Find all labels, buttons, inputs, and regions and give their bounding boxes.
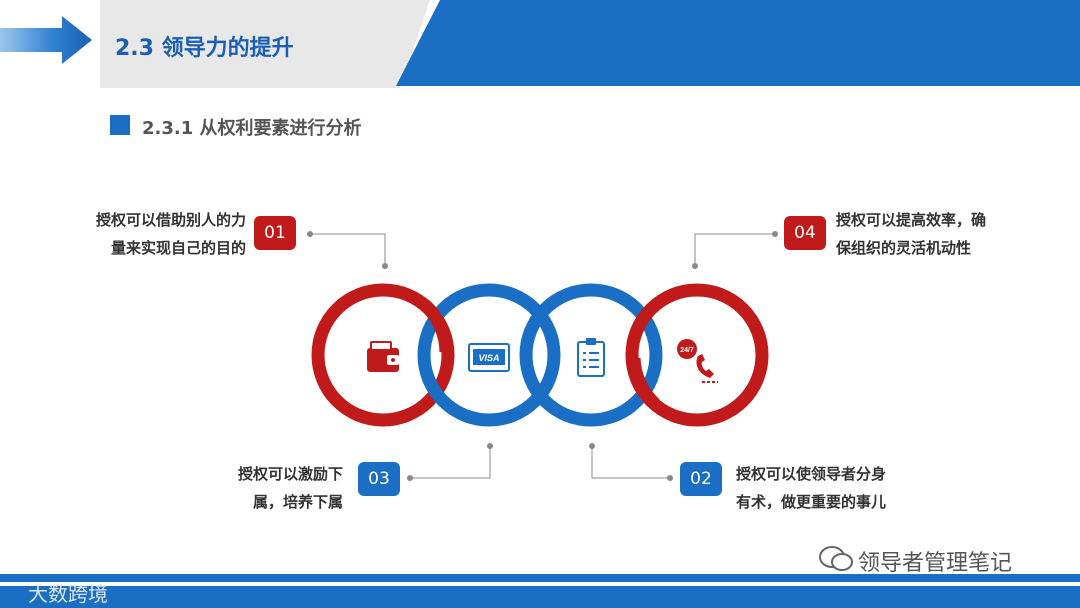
header-banner xyxy=(0,0,1080,88)
item-02-line2: 有术，做更重要的事儿 xyxy=(736,493,887,511)
item-01-line2: 量来实现自己的目的 xyxy=(110,239,246,257)
header-arrow-icon xyxy=(0,16,92,64)
section-marker xyxy=(110,115,130,135)
ring-02 xyxy=(519,283,663,427)
badge-03: 03 xyxy=(358,462,400,496)
footer-stripe xyxy=(0,586,1080,608)
section-subtitle: 2.3.1 从权利要素进行分析 xyxy=(142,118,362,139)
badge-04: 04 xyxy=(784,216,826,250)
item-03-text: 授权可以激励下 属，培养下属 xyxy=(200,460,343,516)
item-03-line2: 属，培养下属 xyxy=(252,493,343,511)
connector-03 xyxy=(410,446,491,479)
header-blue-band xyxy=(396,0,1080,86)
connector-01 xyxy=(310,233,386,266)
page-title: 2.3 领导力的提升 xyxy=(115,36,294,61)
item-04-line2: 保组织的灵活机动性 xyxy=(836,239,972,257)
item-03-line1: 授权可以激励下 xyxy=(237,465,343,483)
visa-card-icon: VISA xyxy=(468,343,510,372)
item-04-line1: 授权可以提高效率，确 xyxy=(836,211,987,229)
connector-02 xyxy=(591,446,670,479)
badge-01: 01 xyxy=(254,216,296,250)
clipboard-icon xyxy=(577,338,605,377)
wechat-icon xyxy=(819,546,853,571)
item-01-text: 授权可以借助别人的力 量来实现自己的目的 xyxy=(60,206,246,262)
wallet-icon xyxy=(367,341,399,372)
ring-03 xyxy=(417,283,561,427)
watermark-right: 领导者管理笔记 xyxy=(858,551,1013,576)
phone-24-7-icon: 24/7 xyxy=(677,339,718,383)
item-02-line1: 授权可以使领导者分身 xyxy=(736,465,887,483)
item-04-text: 授权可以提高效率，确 保组织的灵活机动性 xyxy=(836,206,986,262)
badge-02: 02 xyxy=(680,462,722,496)
connector-04 xyxy=(694,233,775,266)
header-title-panel xyxy=(100,0,430,88)
svg-text:VISA: VISA xyxy=(478,353,499,363)
watermark-left: 大数跨境 xyxy=(28,582,108,606)
item-02-text: 授权可以使领导者分身 有术，做更重要的事儿 xyxy=(736,460,886,516)
item-01-line1: 授权可以借助别人的力 xyxy=(95,211,246,229)
ring-04 xyxy=(625,283,769,427)
svg-text:24/7: 24/7 xyxy=(680,347,694,354)
ring-01 xyxy=(311,283,455,427)
footer-stripe-thin xyxy=(0,574,1080,582)
